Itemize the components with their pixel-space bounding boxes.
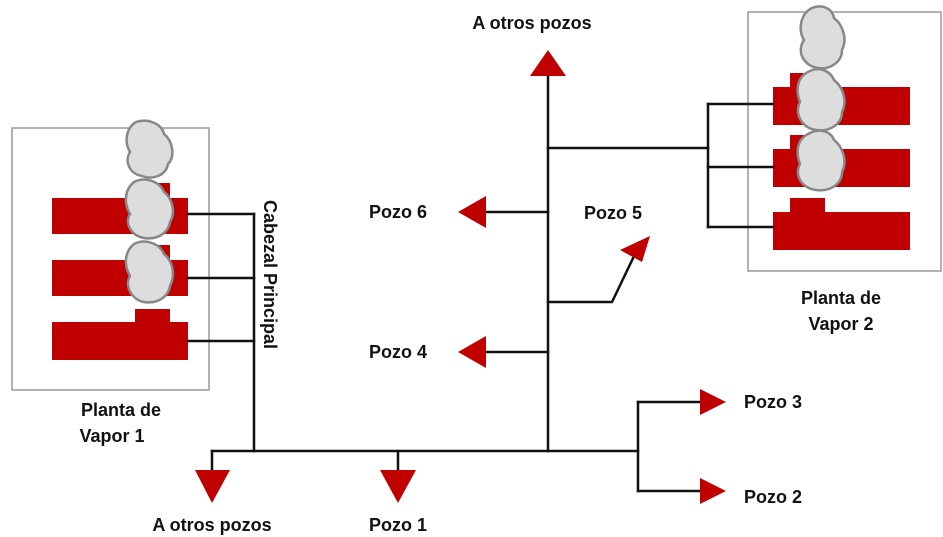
flow-arrows [195, 50, 726, 504]
steam-cloud-icon [124, 240, 175, 304]
label-well-2: Pozo 2 [744, 487, 802, 507]
steam-cloud-icon [796, 68, 846, 132]
steam-plant-1 [11, 119, 210, 391]
arrow-up-icon [530, 50, 566, 76]
plant-2-boiler-bottom [773, 212, 910, 250]
steam-cloud-icon [799, 5, 846, 70]
plant-1-boiler-bottom [52, 322, 188, 360]
pipe-network [186, 74, 775, 493]
arrow-left-icon [458, 196, 486, 228]
steam-cloud-icon [796, 129, 846, 192]
label-main-header: Cabezal Principal [260, 200, 280, 349]
plant-1-boiler-bottom-cap [135, 309, 170, 323]
plant-2-boiler-bottom-cap [790, 198, 825, 213]
label-plant-1-line-2: Vapor 1 [79, 426, 144, 446]
label-well-6: Pozo 6 [369, 202, 427, 222]
arrow-diagonal-icon [620, 236, 650, 262]
arrow-right-icon [700, 478, 726, 504]
arrow-down-icon [380, 470, 416, 503]
label-bottom-other-wells: A otros pozos [152, 515, 271, 535]
arrow-right-icon [700, 389, 726, 415]
arrow-left-icon [458, 336, 486, 368]
label-plant-1-line-1: Planta de [81, 400, 161, 420]
arrow-down-icon [195, 470, 230, 503]
steam-plant-2 [747, 5, 942, 272]
label-plant-2-line-1: Planta de [801, 288, 881, 308]
steam-cloud-icon [124, 178, 175, 240]
steam-cloud-icon [125, 119, 174, 179]
label-plant-2-line-2: Vapor 2 [808, 314, 873, 334]
label-well-1: Pozo 1 [369, 515, 427, 535]
label-well-5: Pozo 5 [584, 203, 642, 223]
label-well-3: Pozo 3 [744, 392, 802, 412]
label-well-4: Pozo 4 [369, 342, 427, 362]
label-top-other-wells: A otros pozos [472, 13, 591, 33]
